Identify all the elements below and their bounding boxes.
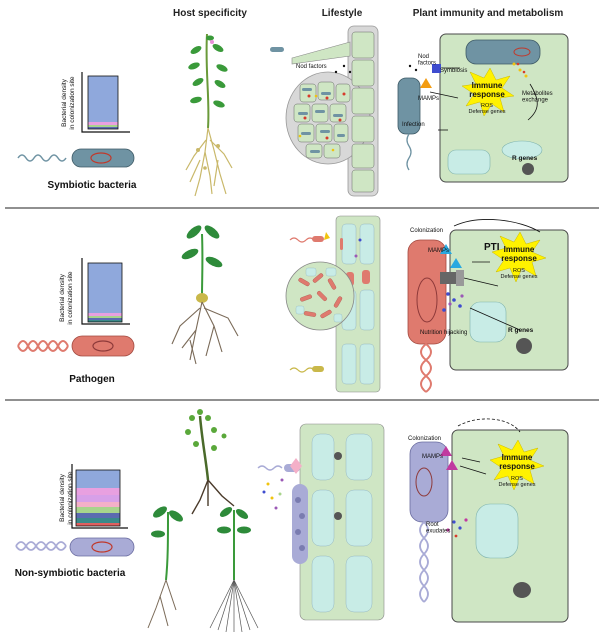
row-nonsymbiotic: Bacterial density in colonization site N…	[15, 409, 569, 633]
pathogen-bacterium	[17, 335, 135, 357]
row-label: Symbiotic bacteria	[48, 180, 137, 191]
flagellum	[17, 154, 67, 162]
label-r-genes: R genes	[508, 327, 534, 334]
legume-plant	[185, 33, 233, 197]
label-infection: Infection	[402, 122, 425, 128]
various-host-plants	[147, 409, 259, 633]
row-symbiotic: Bacterial density in colonization site S…	[17, 25, 569, 197]
header-plant-immunity: Plant immunity and metabolism	[413, 8, 564, 19]
density-bar-chart: Bacterial density in colonization site	[59, 258, 130, 325]
label-pti: PTI	[484, 242, 500, 253]
row-label: Non-symbiotic bacteria	[15, 568, 126, 579]
y-axis-label: in colonization site	[67, 271, 74, 324]
density-bar-chart: Bacterial density in colonization site	[59, 464, 128, 529]
y-axis-label: in colonization site	[67, 471, 74, 524]
symbiont-bacterium	[17, 148, 135, 168]
y-axis-label: Bacterial density	[59, 473, 66, 521]
bar-outline	[87, 75, 119, 130]
nodule-lifestyle: Nod factors	[270, 25, 379, 197]
plasmid	[90, 152, 112, 164]
label-mamps: MAMPs	[428, 248, 449, 254]
header-lifestyle: Lifestyle	[322, 8, 363, 19]
label-colonization: Colonization	[408, 436, 441, 442]
label-r-genes: R genes	[512, 155, 538, 162]
y-axis-label: Bacterial density	[59, 273, 66, 321]
y-axis-label: Bacterial density	[61, 78, 68, 126]
header-host-specificity: Host specificity	[173, 8, 247, 19]
density-bar-chart: Bacterial density in colonization site	[61, 72, 130, 133]
label-colonization: Colonization	[410, 228, 443, 234]
bar-segment	[88, 125, 118, 127]
label-mamps: MAMPs	[418, 96, 439, 102]
host-plant	[171, 225, 239, 365]
label-nutrition-hijacking: Nutrition hijacking	[420, 330, 467, 336]
row-label: Pathogen	[69, 374, 115, 385]
label-mamps: MAMPs	[422, 454, 443, 460]
label-nod-factors: Nod factors	[296, 64, 327, 70]
bar-segment	[88, 76, 118, 122]
pathogen-lifestyle	[285, 215, 381, 393]
nonsymbiont-bacterium	[15, 537, 135, 557]
row-pathogen: Bacterial density in colonization site P…	[17, 215, 569, 393]
y-axis-label: in colonization site	[69, 76, 76, 129]
axes	[81, 72, 130, 133]
bar-segment	[88, 122, 118, 125]
label-symbiosis: Symbiosis	[440, 68, 467, 74]
bar-segment	[88, 127, 118, 129]
bacterial-cell	[71, 148, 135, 168]
epiphytic-lifestyle	[257, 423, 385, 621]
